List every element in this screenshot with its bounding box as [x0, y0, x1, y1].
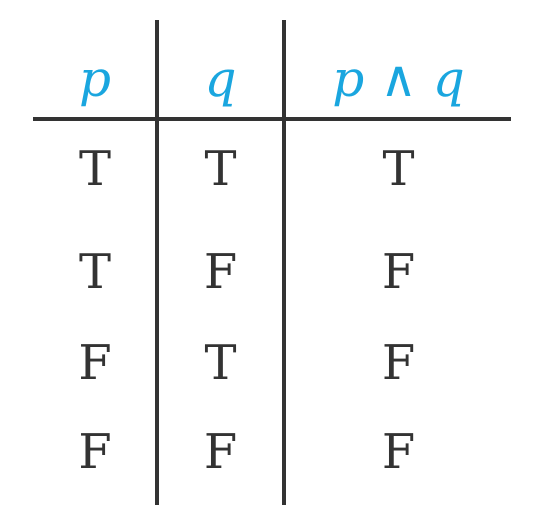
cell-q: F — [203, 424, 238, 480]
cell-p: F — [78, 424, 112, 480]
cell-p-and-q: F — [381, 424, 416, 480]
cell-p-and-q: T — [382, 141, 415, 197]
cell-p-and-q: F — [381, 244, 416, 300]
column-divider-2 — [282, 20, 286, 505]
column-divider-1 — [155, 20, 159, 505]
header-q: q — [204, 50, 237, 108]
cell-q: F — [203, 244, 238, 300]
header-divider — [33, 117, 511, 121]
header-p-and-q: p ∧ q — [332, 50, 465, 108]
header-p: p — [78, 50, 111, 108]
cell-p: T — [78, 141, 111, 197]
cell-p: F — [78, 335, 112, 391]
cell-p-and-q: F — [381, 335, 416, 391]
cell-p: T — [78, 244, 111, 300]
cell-q: T — [204, 141, 237, 197]
cell-q: T — [204, 335, 237, 391]
